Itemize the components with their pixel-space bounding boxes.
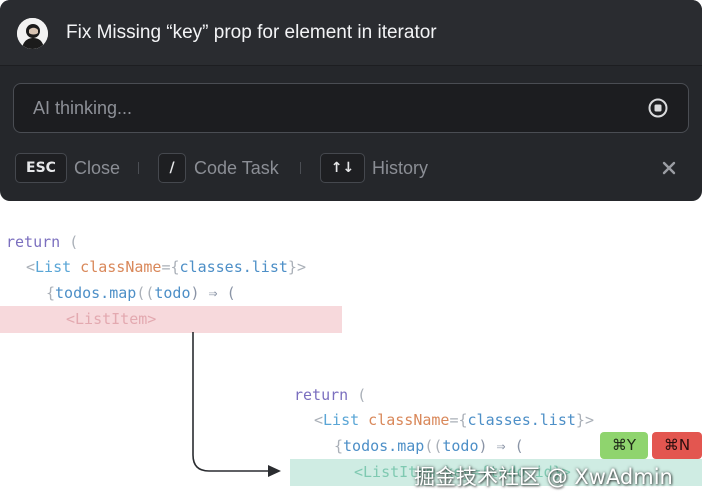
history-key-hint[interactable]: ↑↓ (320, 153, 365, 183)
esc-key-hint[interactable]: ESC (15, 153, 67, 183)
removed-line-highlight (0, 306, 342, 333)
divider (300, 162, 301, 174)
stop-circle-icon[interactable] (647, 97, 669, 119)
slash-key-hint[interactable]: / (158, 153, 186, 183)
shortcut-bar: ESC Close / Code Task ↑↓ History (0, 152, 702, 184)
added-code-line: <ListItem key={todo.id}> (354, 463, 571, 481)
watermark-text: 掘金技术社区 @ XwAdmin (414, 465, 673, 489)
code-line-map: {todos.map((todo) ⇒ ( (46, 284, 236, 302)
code-task-shortcut-label: Code Task (194, 158, 279, 178)
history-shortcut-label: History (372, 158, 429, 178)
panel-header: Fix Missing “key” prop for element in it… (0, 0, 702, 66)
divider (138, 162, 139, 174)
code-line-map: {todos.map((todo) ⇒ ( (334, 437, 524, 455)
user-avatar (17, 18, 48, 49)
code-line-list: <List className={classes.list}> (314, 411, 594, 429)
accept-shortcut-button[interactable]: ⌘Y (600, 432, 648, 459)
removed-code-line: <ListItem> (66, 310, 157, 328)
ai-command-panel: Fix Missing “key” prop for element in it… (0, 0, 702, 201)
ai-status-text: AI thinking... (33, 98, 133, 118)
reject-shortcut-button[interactable]: ⌘N (652, 432, 702, 459)
close-icon[interactable] (660, 159, 678, 177)
ai-prompt-input[interactable]: AI thinking... (13, 83, 689, 133)
close-shortcut-label: Close (74, 158, 121, 178)
task-title: Fix Missing “key” prop for element in it… (66, 22, 437, 43)
code-line-return: return ( (294, 386, 367, 404)
added-line-highlight (290, 459, 702, 486)
code-line-return: return ( (6, 233, 79, 251)
code-line-list: <List className={classes.list}> (26, 258, 306, 276)
